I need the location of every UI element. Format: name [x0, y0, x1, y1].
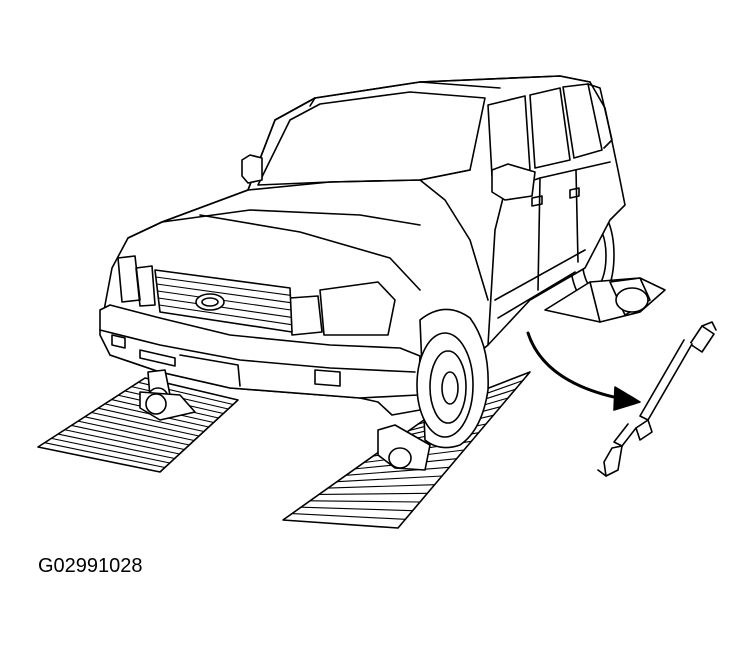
- ramp-stripe: [71, 425, 184, 449]
- removal-arrow: [528, 333, 640, 410]
- jack-stand: [545, 278, 665, 322]
- ramp-stripe: [328, 485, 435, 488]
- grille-bar: [157, 284, 291, 303]
- ramp-stripe: [58, 434, 175, 458]
- ramp-stripe: [319, 493, 427, 494]
- grille-bar: [158, 298, 291, 317]
- left-wheel-ramp: [38, 378, 238, 472]
- ramp-stripe: [51, 438, 169, 463]
- ramp-stripe: [85, 417, 194, 441]
- suv-vehicle: [100, 76, 625, 470]
- ramp-stripe: [45, 443, 165, 468]
- ramp-stripe: [337, 476, 442, 482]
- grille-bar: [159, 305, 291, 325]
- propeller-shaft: [598, 322, 716, 476]
- ramp-stripe: [65, 430, 180, 454]
- ramp-stripe: [98, 408, 204, 431]
- ramp-stripe: [346, 467, 449, 475]
- grille-bar: [156, 277, 291, 295]
- ramp-stripe: [301, 507, 413, 510]
- figure-code: G02991028: [38, 555, 143, 577]
- ramp-stripe: [310, 501, 420, 502]
- ramp-stripe: [78, 421, 189, 445]
- ramp-stripe: [92, 413, 200, 437]
- ramp-stripe: [292, 514, 405, 520]
